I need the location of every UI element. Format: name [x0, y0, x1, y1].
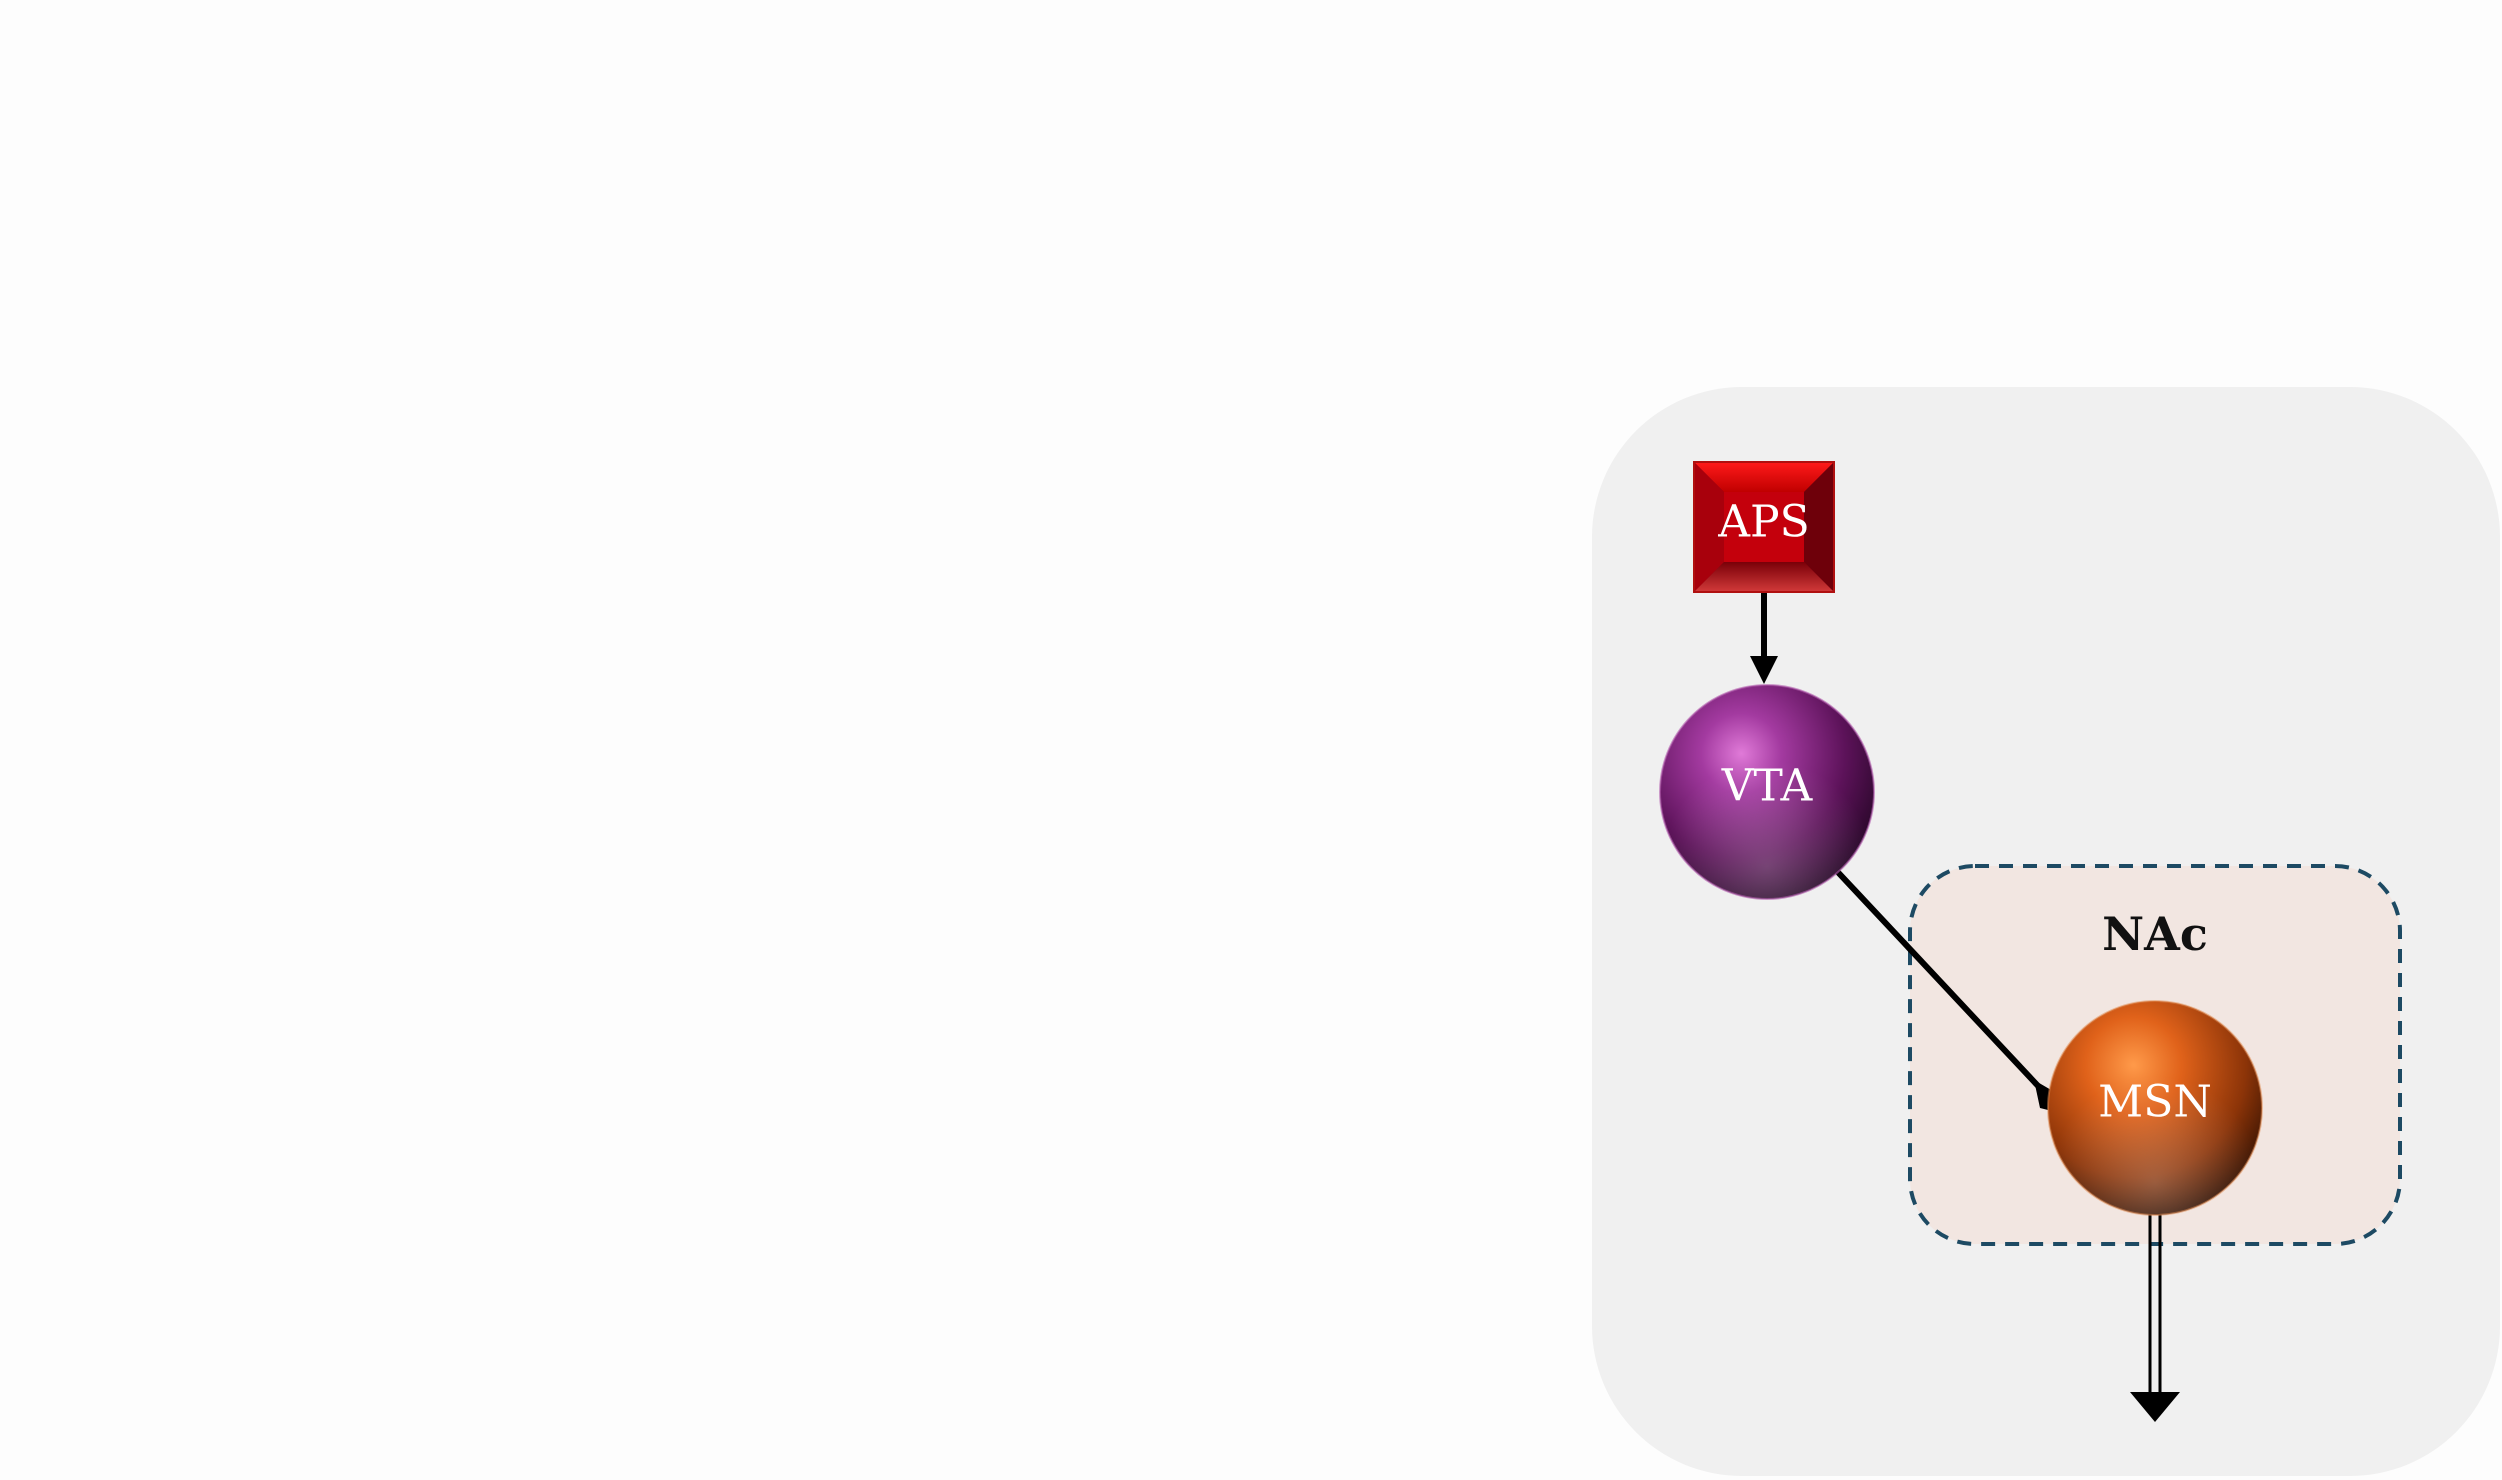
aps-label: APS	[1717, 497, 1810, 548]
aps-node: APS	[1693, 461, 1835, 593]
nac-label: NAc	[2102, 907, 2208, 961]
msn-node: MSN	[2047, 1000, 2263, 1216]
msn-label: MSN	[2098, 1077, 2212, 1128]
edge-msn-to-output	[2130, 1214, 2180, 1422]
vta-label: VTA	[1721, 761, 1814, 812]
edge-aps-to-vta	[1750, 592, 1778, 684]
vta-node: VTA	[1659, 684, 1875, 900]
